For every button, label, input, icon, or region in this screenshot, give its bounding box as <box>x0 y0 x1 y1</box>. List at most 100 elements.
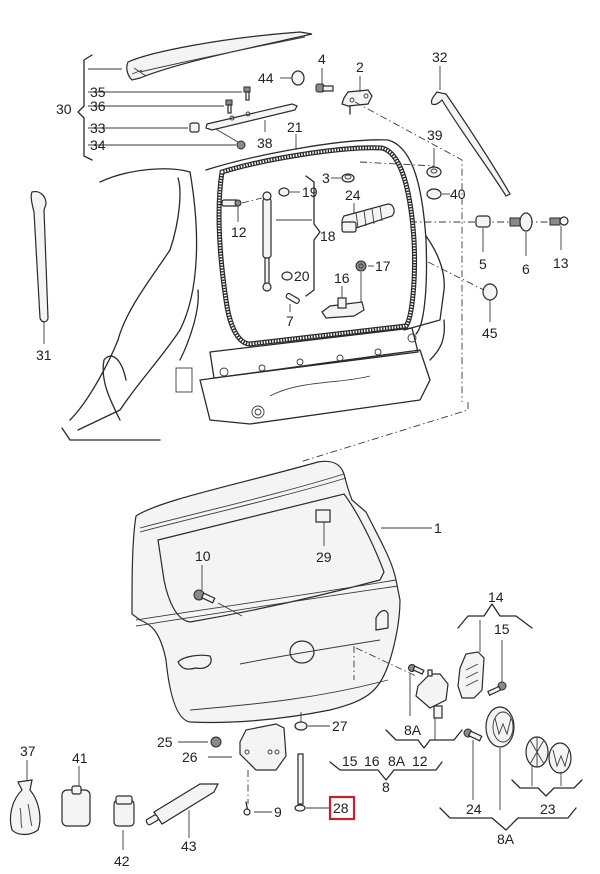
tube-44[interactable] <box>145 783 219 826</box>
ball-stud-13[interactable] <box>221 199 242 207</box>
label-group-8-16: 16 <box>364 753 380 769</box>
label-38: 37 <box>20 743 36 759</box>
label-32: 31 <box>36 347 52 363</box>
label-41: 40 <box>450 186 466 202</box>
trim-strip-33[interactable] <box>430 91 511 197</box>
bolt-4[interactable] <box>315 83 334 93</box>
label-4: 4 <box>318 51 326 67</box>
buffer-25[interactable] <box>341 203 395 233</box>
screw-16[interactable] <box>487 681 507 696</box>
hinge-2[interactable] <box>341 89 373 115</box>
label-15: 14 <box>488 589 504 605</box>
body-shell <box>61 168 199 441</box>
bracket-group-12 <box>385 729 463 749</box>
label-2: 2 <box>356 59 364 75</box>
label-45: 44 <box>258 70 274 86</box>
label-18: 17 <box>375 258 391 274</box>
nut-18[interactable] <box>355 260 367 272</box>
label-5: 5 <box>479 256 487 272</box>
label-27: 26 <box>182 749 198 765</box>
label-40: 39 <box>427 127 443 143</box>
emblem-23[interactable] <box>525 736 572 774</box>
cap-45[interactable] <box>291 70 305 86</box>
vw-emblem-8A[interactable] <box>485 706 515 748</box>
bolt-9[interactable] <box>408 664 425 675</box>
label-10: 9 <box>274 804 282 820</box>
ball-stud-7[interactable] <box>285 292 300 304</box>
label-39: 38 <box>257 135 273 151</box>
rear-spoiler[interactable] <box>126 31 313 81</box>
bracket-group-8A <box>439 807 577 831</box>
clip-34[interactable] <box>189 122 200 133</box>
grommet-20[interactable] <box>278 187 290 197</box>
cap-41[interactable] <box>426 188 442 200</box>
bracket-group-23 <box>511 779 583 797</box>
highlight-box-29[interactable] <box>328 795 356 821</box>
lock-actuator-12[interactable] <box>415 669 449 719</box>
label-8A: 8A <box>497 831 515 847</box>
label-group-8-15: 15 <box>342 753 358 769</box>
bushing-5[interactable] <box>475 215 491 228</box>
striker-17[interactable] <box>321 297 365 319</box>
label-11: 10 <box>195 548 211 564</box>
tailgate-1[interactable] <box>131 460 401 724</box>
label-23: 23 <box>540 801 556 817</box>
label-20: 19 <box>302 184 318 200</box>
bottle-43[interactable] <box>113 795 135 827</box>
seal-22[interactable] <box>216 145 418 347</box>
label-46: 45 <box>482 325 498 341</box>
grommet-26[interactable] <box>210 736 222 748</box>
label-43: 42 <box>114 853 130 869</box>
screw-10[interactable] <box>243 801 251 816</box>
label-44: 43 <box>181 838 197 854</box>
label-19: 18 <box>320 228 336 244</box>
handle-15[interactable] <box>457 651 485 699</box>
cap-46[interactable] <box>482 283 498 301</box>
label-9: 8A <box>404 722 422 738</box>
label-31: 30 <box>56 101 72 117</box>
label-6: 6 <box>522 261 530 277</box>
label-36: 35 <box>90 84 106 100</box>
label-group-8-12: 12 <box>412 753 428 769</box>
bolt-11[interactable] <box>193 589 216 604</box>
label-1: 1 <box>434 520 442 536</box>
bolt-36[interactable] <box>243 86 251 101</box>
rear-panel <box>102 235 446 425</box>
gas-strut-19[interactable] <box>262 191 272 292</box>
bracket-39[interactable] <box>205 103 298 131</box>
cartridge-42[interactable] <box>61 785 91 827</box>
label-25: 24 <box>345 187 361 203</box>
label-30[interactable] <box>315 509 331 523</box>
latch-27[interactable] <box>239 723 287 771</box>
bolt-29[interactable] <box>294 753 306 812</box>
label-13: 12 <box>231 224 247 240</box>
label-21: 20 <box>294 268 310 284</box>
bolt-24[interactable] <box>463 728 483 742</box>
screw-35[interactable] <box>213 127 246 150</box>
label-35: 34 <box>90 137 106 153</box>
grommet-3[interactable] <box>341 173 355 183</box>
bolt-37[interactable] <box>225 99 233 114</box>
label-34: 33 <box>90 120 106 136</box>
bracket-group-15 <box>457 603 533 629</box>
label-30: 29 <box>316 549 332 565</box>
label-37: 36 <box>90 98 106 114</box>
bag-38[interactable] <box>9 779 41 836</box>
label-29[interactable]: 28 <box>333 800 349 816</box>
ball-stud-6[interactable] <box>509 212 533 232</box>
trim-strip-32[interactable] <box>30 191 49 323</box>
grommet-21[interactable] <box>281 271 293 281</box>
grommet-40[interactable] <box>426 166 442 178</box>
label-16: 15 <box>494 621 510 637</box>
label-26: 25 <box>157 734 173 750</box>
label-group-8-8A: 8A <box>388 753 406 769</box>
bracket-group-8 <box>329 761 443 781</box>
label-3: 3 <box>322 170 330 186</box>
label-7: 7 <box>286 313 294 329</box>
label-17: 16 <box>334 270 350 286</box>
label-28: 27 <box>332 718 348 734</box>
label-33: 32 <box>432 49 448 65</box>
grommet-28[interactable] <box>294 721 308 731</box>
ball-stud-14[interactable] <box>549 216 569 226</box>
